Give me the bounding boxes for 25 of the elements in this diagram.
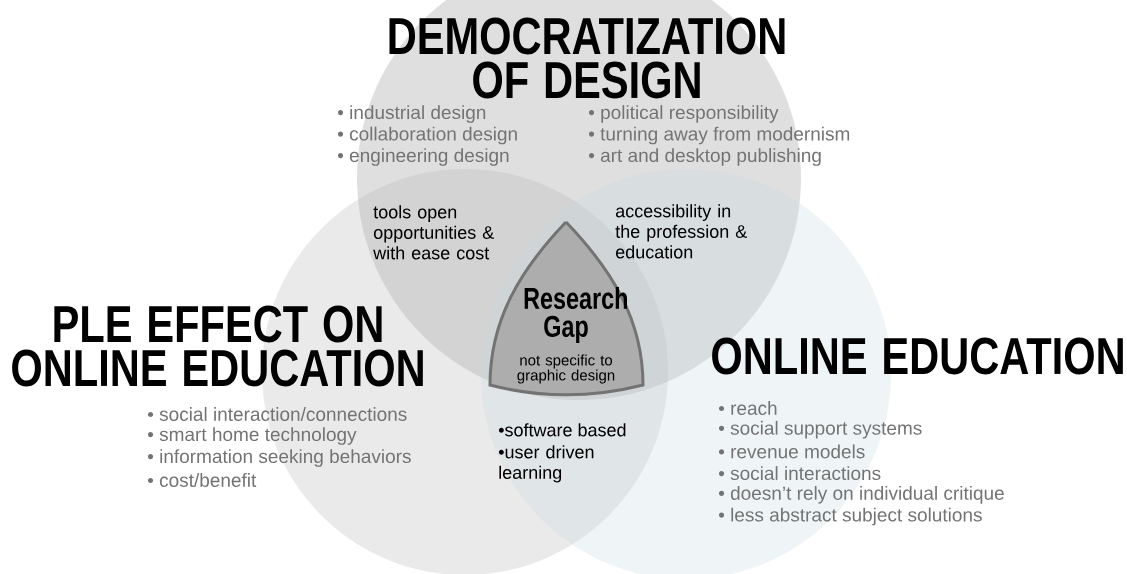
bullet-item: • engineering design xyxy=(337,148,509,166)
bullet-item: • information seeking behaviors xyxy=(147,449,411,467)
bullet-item: • political responsibility xyxy=(588,105,779,123)
overlap-label: •software based xyxy=(498,423,626,437)
circle-title: DEMOCRATIZATION OF DESIGN xyxy=(389,17,785,99)
bullet-item: • smart home technology xyxy=(147,427,357,445)
overlap-label: tools open opportunities & with ease cost xyxy=(373,205,494,260)
overlap-label: •user driven learning xyxy=(498,445,594,483)
bullet-item: • collaboration design xyxy=(337,126,517,145)
bullet-item: • less abstract subject solutions xyxy=(718,507,982,526)
bullet-item: • revenue models xyxy=(718,444,865,459)
gap-title: Research Gap xyxy=(524,287,627,343)
bullet-item: • social interaction/connections xyxy=(147,407,407,421)
circle-title: PLE EFFECT ON ONLINE EDUCATION xyxy=(12,305,423,387)
bullet-item: • industrial design xyxy=(337,105,486,123)
bullet-item: • reach xyxy=(718,401,777,415)
gap-note: not specific to graphic design xyxy=(517,354,615,384)
bullet-item: • art and desktop publishing xyxy=(588,148,821,166)
bullet-item: • doesn’t rely on individual critique xyxy=(718,485,1004,504)
circle-title: ONLINE EDUCATION xyxy=(712,337,1123,375)
overlap-label: accessibility in the profession & education xyxy=(615,204,747,259)
bullet-item: • social interactions xyxy=(718,466,881,481)
bullet-item: • turning away from modernism xyxy=(588,126,850,145)
bullet-item: • social support systems xyxy=(718,420,922,439)
bullet-item: • cost/benefit xyxy=(147,473,257,487)
